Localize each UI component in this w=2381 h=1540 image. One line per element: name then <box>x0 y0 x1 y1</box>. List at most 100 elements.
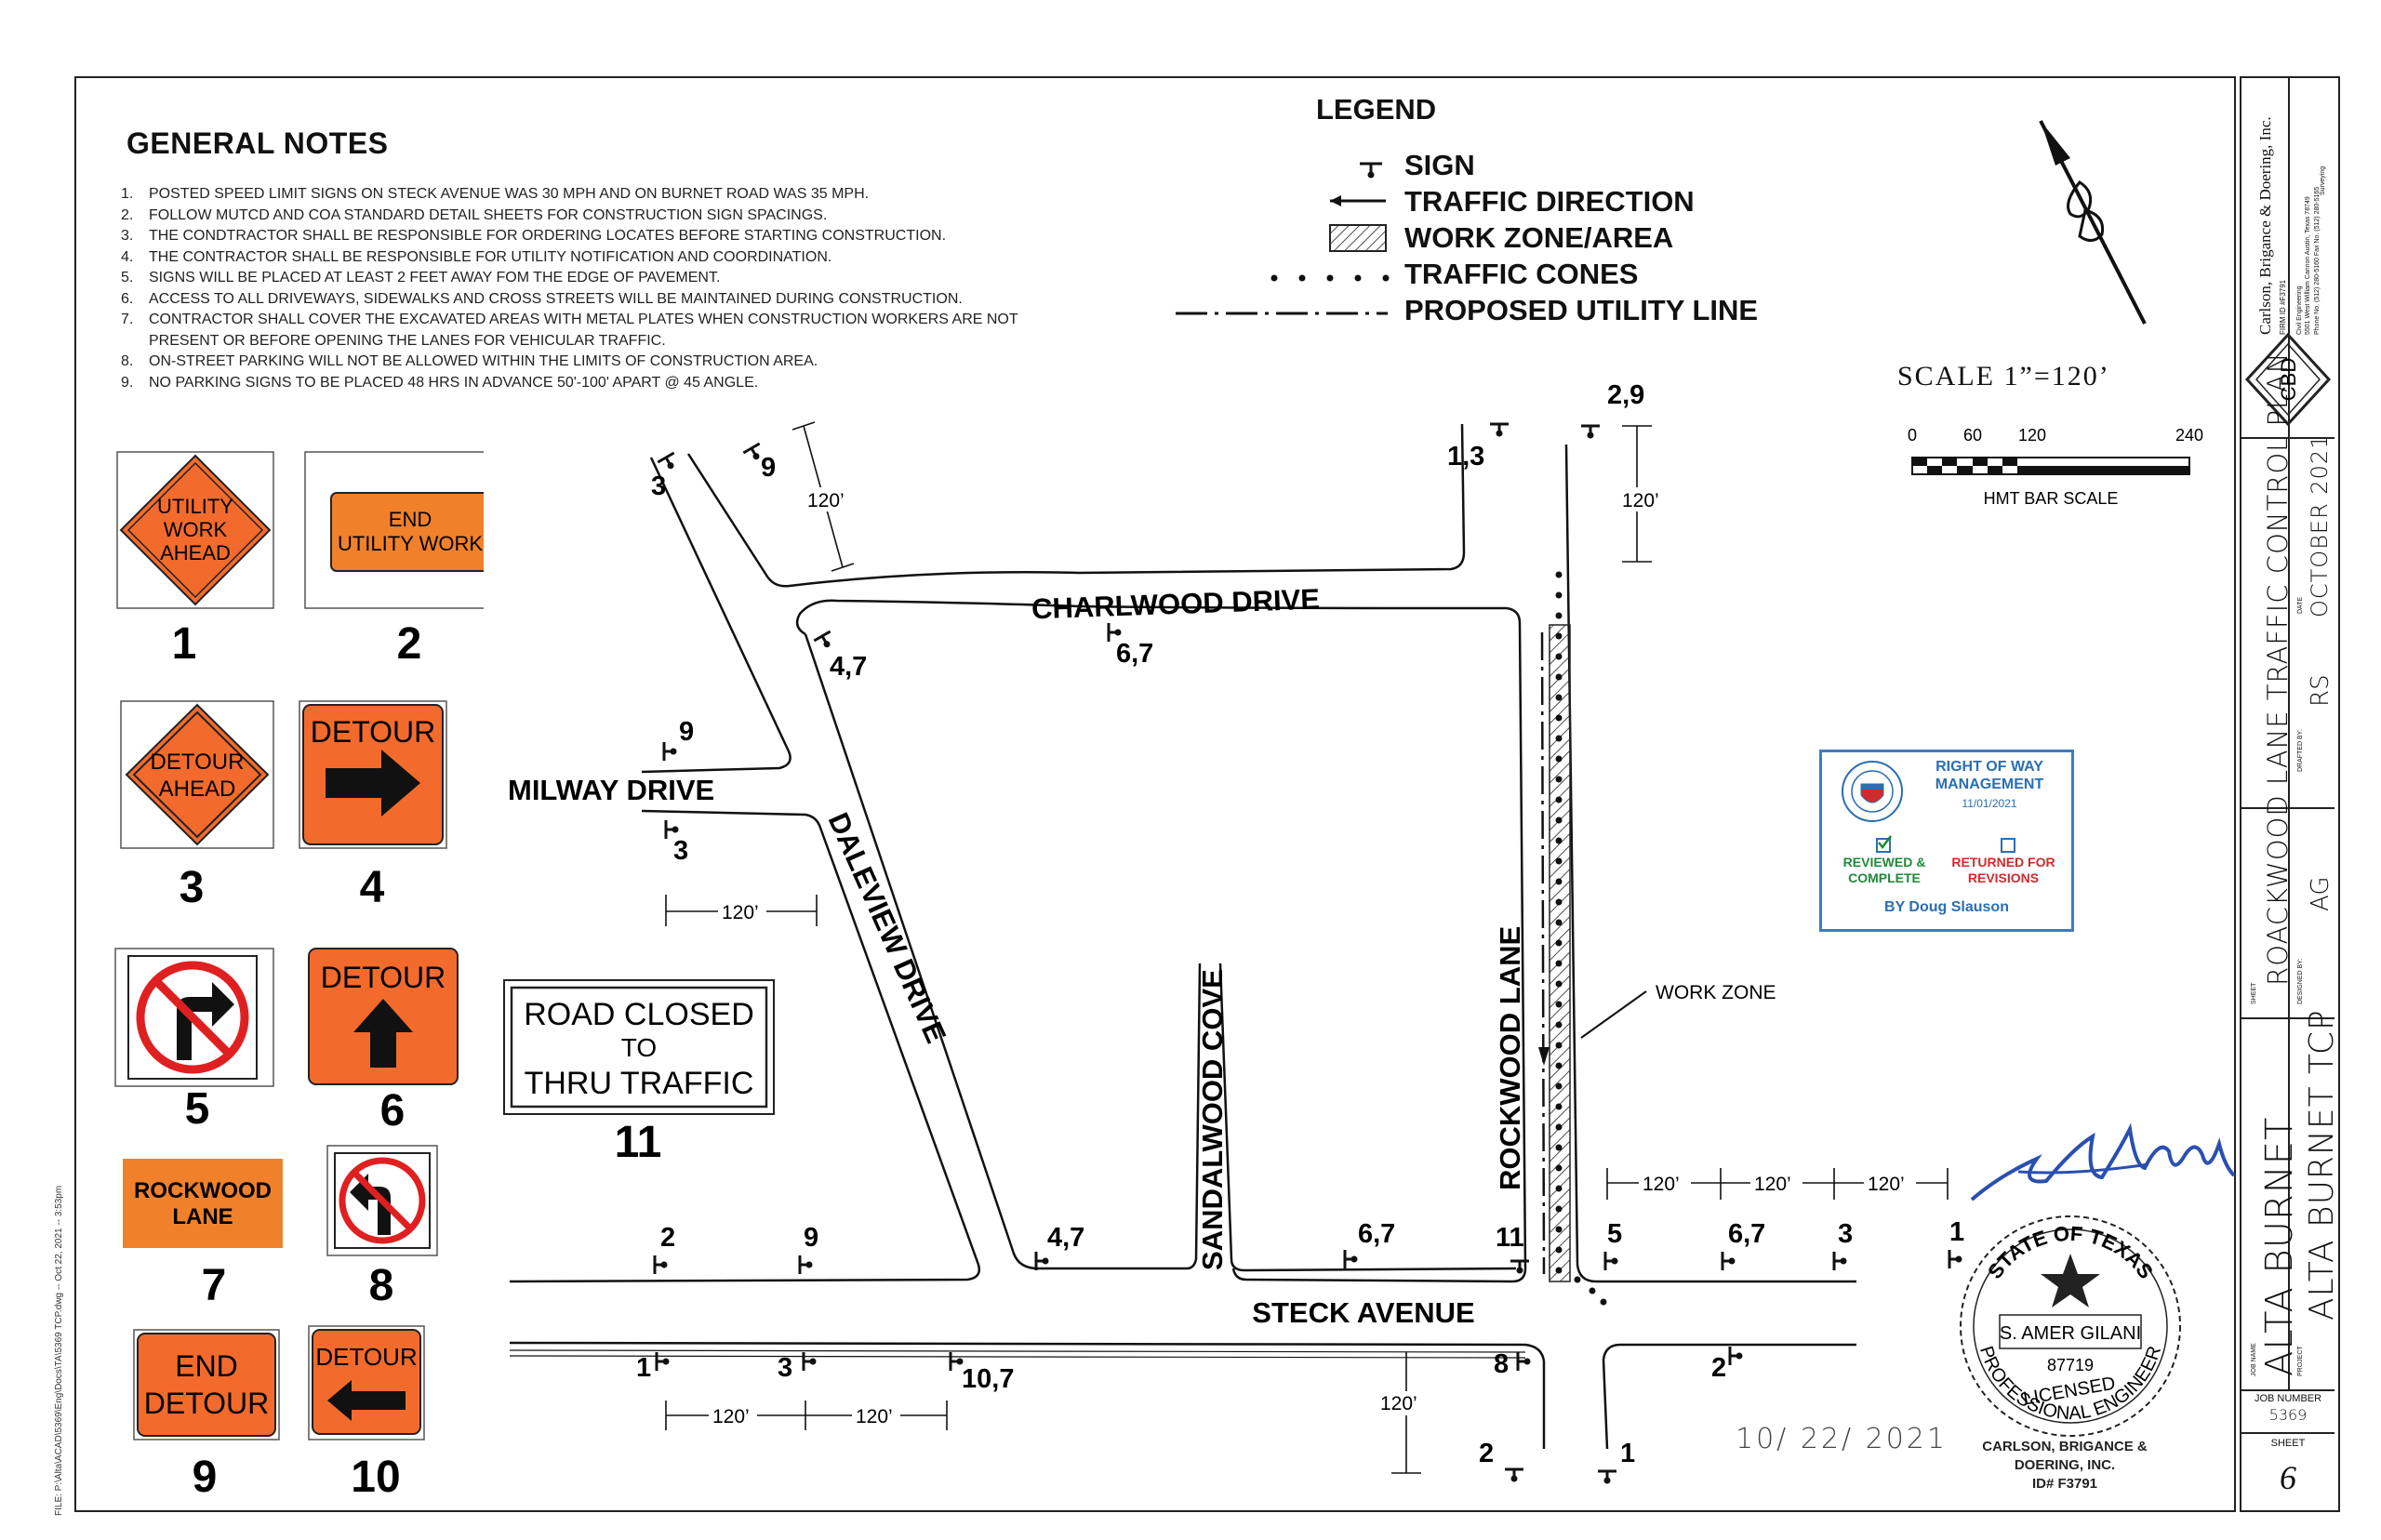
up-arrow-icon <box>353 999 413 1068</box>
tb-sheet-num: 6 <box>2280 1459 2296 1496</box>
sign-1-line-1: UTILITY <box>157 495 233 518</box>
row-management-stamp: RIGHT OF WAY MANAGEMENT 11/01/2021 REVIEW… <box>1819 750 2074 932</box>
street-charlwood: CHARLWOOD DRIVE <box>1031 583 1320 626</box>
map-sign-label: 9 <box>761 453 776 483</box>
seal-name: S. AMER GILANI <box>2000 1323 2141 1344</box>
traffic-cone <box>1555 796 1563 803</box>
traffic-cone <box>1555 1103 1563 1110</box>
street-steck: STECK AVENUE <box>1252 1296 1474 1329</box>
traffic-cone <box>1555 939 1563 947</box>
row-date: 11/01/2021 <box>1962 797 2017 810</box>
tb-date-label: DATE <box>2297 596 2304 614</box>
traffic-cone <box>1555 1164 1563 1172</box>
tb-civil-text: Civil Engineering <box>2296 285 2303 335</box>
dimension-label: 120’ <box>807 490 845 511</box>
map-sign-label: 2 <box>660 1223 675 1253</box>
sign-7-line-1: ROCKWOOD <box>134 1178 272 1203</box>
sign-11-line-2: TO <box>621 1033 657 1062</box>
scale-tick-0: 0 <box>1908 426 1917 445</box>
traffic-cone <box>1555 1042 1563 1049</box>
site-map: CHARLWOOD DRIVE MILWAY DRIVE DALEVIEW DR… <box>508 380 1964 1485</box>
sign-9-number: 9 <box>193 1453 218 1502</box>
traffic-cone <box>1555 898 1563 906</box>
reviewed-line-1: REVIEWED & <box>1842 855 1926 870</box>
sign-2-end-utility-work <box>330 492 484 572</box>
traffic-cone <box>1555 1021 1563 1029</box>
work-zone-hatch-icon <box>1329 224 1387 252</box>
row-title-line-1: RIGHT OF WAY <box>1935 759 2043 775</box>
tb-sheet-label: SHEET <box>2251 982 2257 1004</box>
north-arrow-icon <box>2039 120 2147 325</box>
sign-11-road-closed: ROAD CLOSED TO THRU TRAFFIC 11 <box>503 979 775 1167</box>
traffic-cone <box>1555 714 1563 722</box>
cbd-logo-icon: CBD <box>2244 332 2332 427</box>
map-sign-label: 3 <box>778 1353 792 1383</box>
engineer-signature <box>1970 1122 2236 1201</box>
traffic-cone <box>1555 1185 1563 1192</box>
pe-firm-block: CARLSON, BRIGANCE & DOERING, INC. ID# F3… <box>1953 1438 2176 1494</box>
tb-firm: Carlson, Brigance & Doering, Inc. <box>2256 116 2274 335</box>
sign-11-number: 11 <box>615 1118 662 1167</box>
general-note-text: POSTED SPEED LIMIT SIGNS ON STECK AVENUE… <box>149 186 870 202</box>
sign-7-rockwood-lane <box>123 1159 283 1248</box>
reviewed-checkbox <box>1876 835 1892 853</box>
traffic-cone <box>1555 1062 1563 1069</box>
map-sign-label: 4,7 <box>830 652 867 682</box>
tb-drafted: RS <box>2307 674 2334 707</box>
map-sign-label: 6,7 <box>1358 1219 1395 1249</box>
road-edges <box>509 423 1856 1450</box>
traffic-cone <box>1555 1246 1563 1254</box>
general-note-item: 5.SIGNS WILL BE PLACED AT LEAST 2 FEET A… <box>121 268 1079 289</box>
general-note-item: 1.POSTED SPEED LIMIT SIGNS ON STECK AVEN… <box>121 184 1079 206</box>
general-notes-title: GENERAL NOTES <box>126 126 389 160</box>
general-note-text: THE CONDTRACTOR SHALL BE RESPONSIBLE FOR… <box>149 228 947 244</box>
tb-surveying: Surveying <box>2320 166 2326 195</box>
drawing-border <box>74 76 2236 1512</box>
map-sign-label: 1 <box>1949 1217 1964 1247</box>
scale-tick-240: 240 <box>2175 426 2203 445</box>
sign-3-line-2: AHEAD <box>159 777 236 802</box>
tb-designed: AG <box>2307 876 2334 911</box>
tb-job-name: ALTA BURNET <box>2258 1116 2301 1376</box>
traffic-cone <box>1555 591 1563 599</box>
city-seal-icon <box>1842 761 1903 822</box>
traffic-cone <box>1555 919 1563 926</box>
general-note-number: 3. <box>121 228 134 244</box>
tb-sheet-num-label: SHEET <box>2270 1438 2306 1449</box>
traffic-cone <box>1555 612 1563 619</box>
dimension-label: 120’ <box>1622 490 1659 511</box>
map-sign-label: 3 <box>673 836 688 866</box>
general-note-number: 8. <box>121 353 134 369</box>
no-right-turn-icon <box>136 961 249 1074</box>
sign-1-line-2: WORK <box>164 518 228 541</box>
reviewed-line-2: COMPLETE <box>1848 870 1921 885</box>
traffic-cone <box>1555 571 1563 578</box>
row-title-line-2: MANAGEMENT <box>1935 777 2044 792</box>
dimension-label: 120’ <box>1380 1393 1417 1414</box>
tb-drafted-label: DRAFTED BY: <box>2297 729 2304 772</box>
map-sign-label: 2 <box>1711 1353 1726 1383</box>
general-note-text: CONTRACTOR SHALL COVER THE EXCAVATED ARE… <box>149 312 1018 349</box>
traffic-cone <box>1555 776 1563 783</box>
left-arrow-icon <box>327 1380 406 1421</box>
general-note-text: ACCESS TO ALL DRIVEWAYS, SIDEWALKS AND C… <box>149 290 963 307</box>
proposed-utility-line <box>1540 631 1546 1275</box>
sign-9-end-detour <box>137 1333 276 1437</box>
traffic-direction-arrow-icon <box>1330 195 1386 206</box>
sign-1-line-3: AHEAD <box>160 541 231 564</box>
traffic-cone <box>1555 735 1563 742</box>
sign-10-label: DETOUR <box>315 1343 417 1371</box>
tb-project: ALTA BURNET TCP <box>2303 1009 2341 1321</box>
map-sign-label: 1 <box>1620 1439 1635 1468</box>
traffic-cone <box>1555 1001 1563 1008</box>
tb-sheet-title: ROACKWOOD LANE TRAFFIC CONTROL PLAN <box>2262 352 2294 986</box>
sign-10-number: 10 <box>351 1453 400 1502</box>
traffic-cone <box>1555 878 1563 885</box>
scale-text: SCALE 1”=120’ <box>1897 361 2110 392</box>
general-note-text: SIGNS WILL BE PLACED AT LEAST 2 FEET AWA… <box>149 270 721 285</box>
tb-job-number-label: JOB NUMBER <box>2254 1393 2322 1404</box>
traffic-cones-dots-icon <box>1270 274 1390 282</box>
traffic-cone <box>1589 1287 1596 1294</box>
steck-median <box>509 1349 1526 1359</box>
tb-firm-id: FIRM ID #F3791 <box>2279 279 2287 335</box>
